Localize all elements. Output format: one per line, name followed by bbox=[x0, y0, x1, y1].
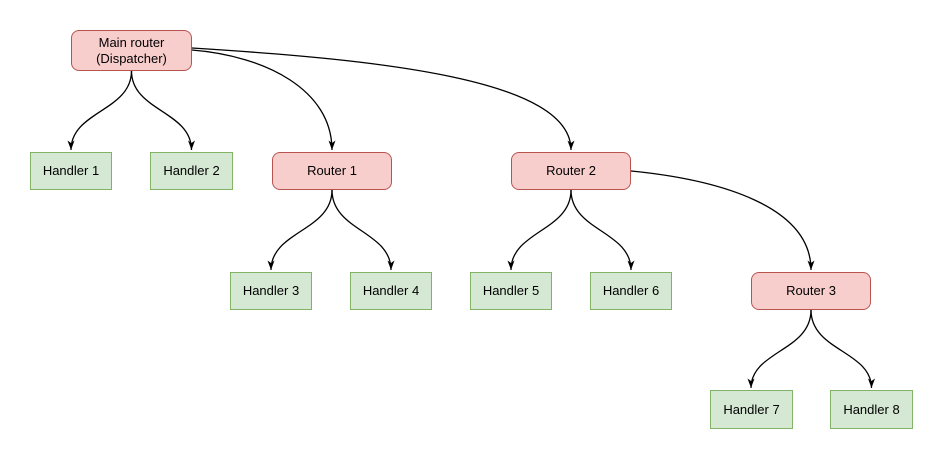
edge-main-router-to-handler-2 bbox=[130, 70, 195, 151]
node-main-router: Main router (Dispatcher) bbox=[71, 30, 192, 71]
edge-router-2-to-handler-5 bbox=[507, 189, 572, 271]
edge-main-router-to-router-2 bbox=[191, 47, 575, 151]
edge-router-2-to-handler-6 bbox=[570, 189, 635, 271]
node-handler-2: Handler 2 bbox=[150, 152, 233, 190]
node-main-router-label-line1: Main router bbox=[98, 34, 165, 50]
node-router-1: Router 1 bbox=[272, 152, 392, 190]
node-handler-1-label: Handler 1 bbox=[42, 163, 100, 178]
node-handler-6: Handler 6 bbox=[590, 272, 672, 310]
edge-main-router-to-handler-1 bbox=[67, 70, 133, 151]
node-handler-4: Handler 4 bbox=[350, 272, 432, 310]
node-handler-8-label: Handler 8 bbox=[843, 401, 900, 417]
node-router-3: Router 3 bbox=[751, 272, 871, 310]
edge-main-router-to-router-1 bbox=[191, 49, 336, 151]
edge-router-1-to-handler-4 bbox=[331, 189, 395, 271]
node-router-2: Router 2 bbox=[511, 152, 631, 190]
edge-router-3-to-handler-7 bbox=[747, 309, 812, 389]
edge-router-1-to-handler-3 bbox=[267, 189, 333, 271]
node-handler-4-label: Handler 4 bbox=[362, 283, 420, 298]
edge-router-2-to-router-3 bbox=[630, 170, 815, 271]
node-main-router-label-line2: (Dispatcher) bbox=[96, 50, 167, 66]
node-router-1-label: Router 1 bbox=[307, 163, 357, 178]
node-router-3-label: Router 3 bbox=[786, 283, 836, 298]
node-handler-8: Handler 8 bbox=[830, 390, 913, 429]
node-router-2-label: Router 2 bbox=[546, 163, 596, 178]
node-handler-7: Handler 7 bbox=[710, 390, 793, 429]
node-handler-6-label: Handler 6 bbox=[602, 283, 660, 298]
node-handler-2-label: Handler 2 bbox=[163, 163, 220, 178]
node-handler-5-label: Handler 5 bbox=[482, 283, 540, 298]
node-handler-5: Handler 5 bbox=[470, 272, 552, 310]
node-handler-1: Handler 1 bbox=[30, 152, 112, 190]
node-handler-7-label: Handler 7 bbox=[723, 401, 780, 417]
node-handler-3: Handler 3 bbox=[230, 272, 312, 310]
node-handler-3-label: Handler 3 bbox=[242, 283, 300, 298]
edge-router-3-to-handler-8 bbox=[810, 309, 875, 389]
